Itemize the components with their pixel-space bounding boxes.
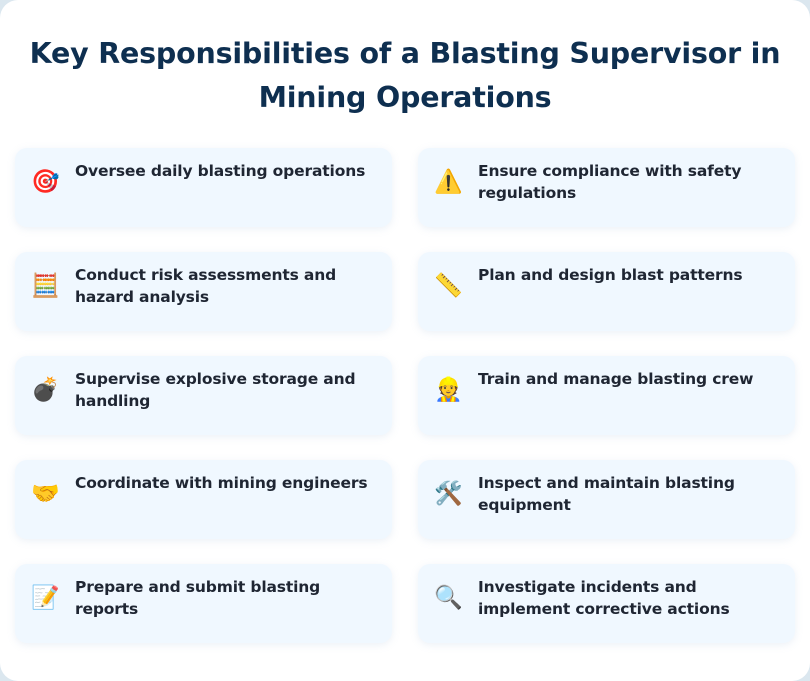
page-title: Key Responsibilities of a Blasting Super… bbox=[29, 37, 781, 114]
magnifying-glass-icon: 🔍 bbox=[434, 585, 463, 611]
responsibility-text: Conduct risk assessments and hazard anal… bbox=[75, 266, 337, 306]
ruler-icon: 📏 bbox=[434, 273, 463, 299]
target-icon: 🎯 bbox=[31, 169, 60, 195]
responsibility-card: 🛠️ Inspect and maintain blasting equipme… bbox=[418, 460, 795, 539]
responsibility-card: 👷 Train and manage blasting crew bbox=[418, 356, 795, 435]
hammer-wrench-icon: 🛠️ bbox=[434, 481, 463, 507]
responsibility-text: Supervise explosive storage and handling bbox=[75, 370, 356, 410]
responsibility-card: 💣 Supervise explosive storage and handli… bbox=[15, 356, 392, 435]
responsibility-card: 🎯 Oversee daily blasting operations bbox=[15, 148, 392, 227]
memo-icon: 📝 bbox=[31, 585, 60, 611]
responsibility-text: Investigate incidents and implement corr… bbox=[478, 578, 730, 618]
construction-worker-icon: 👷 bbox=[434, 377, 463, 403]
responsibility-text: Train and manage blasting crew bbox=[478, 370, 754, 388]
handshake-icon: 🤝 bbox=[31, 481, 60, 507]
responsibility-card: ⚠️ Ensure compliance with safety regulat… bbox=[418, 148, 795, 227]
bomb-icon: 💣 bbox=[31, 377, 60, 403]
responsibilities-grid: 🎯 Oversee daily blasting operations ⚠️ E… bbox=[15, 148, 795, 643]
responsibility-card: 🧮 Conduct risk assessments and hazard an… bbox=[15, 252, 392, 331]
responsibility-card: 📝 Prepare and submit blasting reports bbox=[15, 564, 392, 643]
responsibility-text: Inspect and maintain blasting equipment bbox=[478, 474, 735, 514]
responsibility-card: 🔍 Investigate incidents and implement co… bbox=[418, 564, 795, 643]
responsibility-text: Oversee daily blasting operations bbox=[75, 162, 366, 180]
responsibility-text: Plan and design blast patterns bbox=[478, 266, 743, 284]
abacus-icon: 🧮 bbox=[31, 273, 60, 299]
responsibility-text: Coordinate with mining engineers bbox=[75, 474, 368, 492]
responsibility-text: Prepare and submit blasting reports bbox=[75, 578, 321, 618]
responsibility-text: Ensure compliance with safety regulation… bbox=[478, 162, 742, 202]
responsibility-card: 🤝 Coordinate with mining engineers bbox=[15, 460, 392, 539]
warning-icon: ⚠️ bbox=[434, 169, 463, 195]
responsibility-card: 📏 Plan and design blast patterns bbox=[418, 252, 795, 331]
